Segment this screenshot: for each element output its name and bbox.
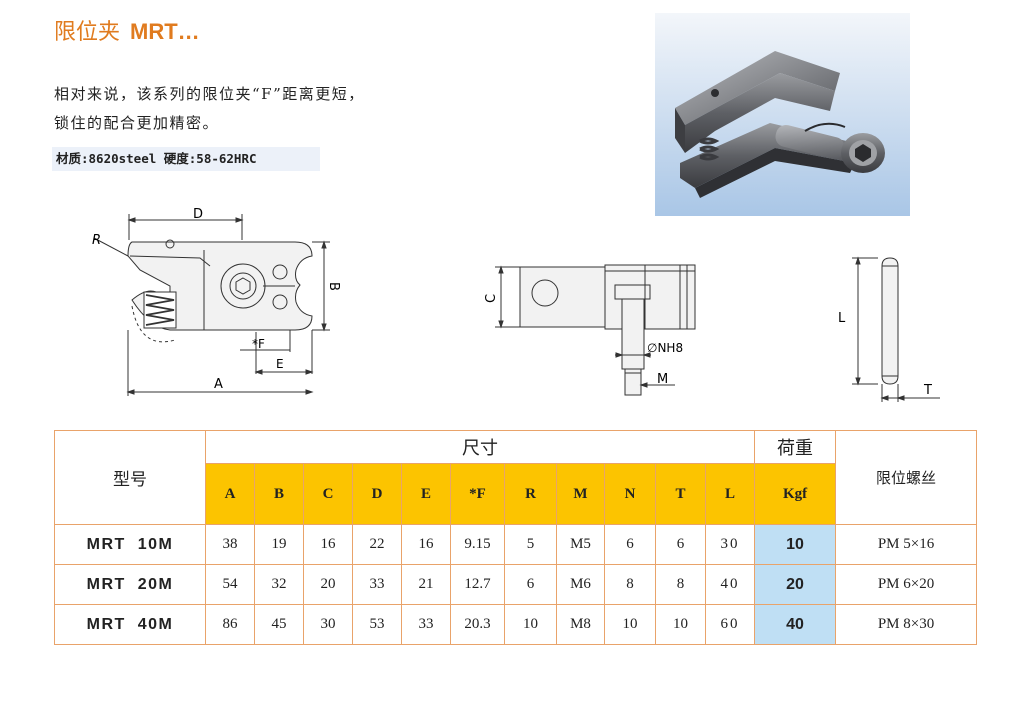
page-title: 限位夹 MRT…: [54, 14, 200, 46]
cell: 30: [704, 524, 756, 565]
column-header: M: [556, 463, 605, 525]
cell: 40: [704, 564, 756, 605]
column-header: *F: [450, 463, 505, 525]
cell: 10: [504, 604, 557, 645]
label-R: R: [92, 233, 101, 248]
row-model: MRT 20M: [54, 564, 206, 605]
title-chinese: 限位夹: [54, 20, 121, 45]
column-header: T: [655, 463, 706, 525]
clamp-side-drawing: D R B *F E A: [92, 207, 341, 396]
label-C: C: [484, 294, 499, 303]
material-spec: 材质:8620steel 硬度:58-62HRC: [52, 147, 320, 171]
column-header: C: [303, 463, 353, 525]
row-model: MRT 40M: [54, 604, 206, 645]
label-D: D: [193, 207, 203, 222]
cell: 8: [604, 564, 656, 605]
label-T: T: [923, 383, 932, 398]
column-header: E: [401, 463, 451, 525]
title-model: MRT…: [130, 19, 200, 44]
cell: 8: [655, 564, 706, 605]
column-header: N: [604, 463, 656, 525]
cell: 86: [205, 604, 255, 645]
clamp-front-drawing: C ∅NH8 M: [484, 264, 696, 396]
cell: 60: [704, 604, 756, 645]
cell: 6: [604, 524, 656, 565]
cell: 20.3: [450, 604, 505, 645]
label-B: B: [326, 282, 341, 291]
column-header: R: [504, 463, 557, 525]
column-header-kgf: Kgf: [754, 463, 837, 525]
cell: 33: [352, 564, 402, 605]
column-header: A: [205, 463, 255, 525]
label-L: L: [838, 311, 846, 326]
cell: M6: [556, 564, 605, 605]
cell: 6: [655, 524, 706, 565]
cell: 53: [352, 604, 402, 645]
cell: 38: [205, 524, 255, 565]
row-screw: PM 6×20: [835, 564, 978, 605]
cell: M5: [556, 524, 605, 565]
cell: 33: [401, 604, 451, 645]
label-E: E: [276, 357, 284, 371]
spec-table: 型号 尺寸 荷重 限位螺丝 A B C D E *F R M N T L Kgf…: [54, 430, 978, 645]
row-kgf: 20: [754, 564, 837, 605]
cell: 32: [254, 564, 304, 605]
table-row: MRT 10M 38 19 16 22 16 9.15 5 M5 6 6 30 …: [54, 524, 978, 565]
label-M: M: [657, 372, 668, 387]
product-photo: [655, 13, 910, 216]
label-N: ∅NH8: [647, 341, 683, 355]
cell: 22: [352, 524, 402, 565]
cell: 16: [303, 524, 353, 565]
header-screw: 限位螺丝: [835, 430, 978, 525]
cell: 16: [401, 524, 451, 565]
row-kgf: 10: [754, 524, 837, 565]
description-line-1: 相对来说，该系列的限位夹“F”距离更短，: [54, 85, 365, 103]
cell: 10: [655, 604, 706, 645]
column-header: B: [254, 463, 304, 525]
header-size: 尺寸: [204, 430, 756, 464]
cell: 12.7: [450, 564, 505, 605]
cell: 6: [504, 564, 557, 605]
row-screw: PM 8×30: [835, 604, 978, 645]
description-line-2: 锁住的配合更加精密。: [54, 114, 220, 132]
cell: M8: [556, 604, 605, 645]
cell: 54: [205, 564, 255, 605]
header-load: 荷重: [754, 430, 837, 464]
cell: 19: [254, 524, 304, 565]
table-row: MRT 20M 54 32 20 33 21 12.7 6 M6 8 8 40 …: [54, 564, 978, 605]
cell: 45: [254, 604, 304, 645]
column-header: D: [352, 463, 402, 525]
cell: 10: [604, 604, 656, 645]
cell: 9.15: [450, 524, 505, 565]
header-model: 型号: [54, 430, 206, 525]
row-model: MRT 10M: [54, 524, 206, 565]
row-kgf: 40: [754, 604, 837, 645]
pin-drawing: L T: [838, 256, 940, 402]
label-A: A: [214, 377, 223, 392]
cell: 30: [303, 604, 353, 645]
row-screw: PM 5×16: [835, 524, 978, 565]
cell: 5: [504, 524, 557, 565]
cell: 21: [401, 564, 451, 605]
description: 相对来说，该系列的限位夹“F”距离更短， 锁住的配合更加精密。: [54, 80, 365, 138]
column-header: L: [704, 463, 756, 525]
table-row: MRT 40M 86 45 30 53 33 20.3 10 M8 10 10 …: [54, 604, 978, 645]
cell: 20: [303, 564, 353, 605]
label-F: *F: [252, 337, 265, 351]
